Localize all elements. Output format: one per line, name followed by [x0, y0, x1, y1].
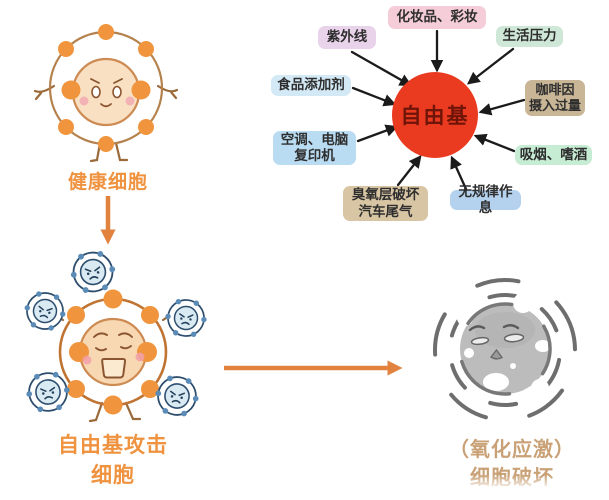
arrow-smoking-alcohol [473, 133, 516, 153]
cause-box-ac-computer: 空调、电脑 复印机 [273, 131, 356, 165]
attacked-cell-label-line2: 细胞 [91, 463, 135, 487]
cause-box-food-additives: 食品添加剂 [271, 75, 351, 96]
cell-face [71, 57, 141, 127]
attacked-cell-label-line1: 自由基攻击 [58, 434, 168, 457]
arrow-ozone-exhaust [396, 155, 422, 187]
arrow-uv [350, 50, 413, 87]
attacked-cell-figure [20, 248, 210, 423]
cause-box-caffeine: 咖啡因 摄入过量 [525, 80, 585, 116]
free-radical [23, 369, 73, 415]
cause-box-smoking-alcohol: 吸烟、嗜酒 [515, 145, 592, 165]
cause-box-ozone-exhaust: 臭氧层破坏 汽车尾气 [343, 186, 428, 221]
arrow-ac-computer [356, 124, 399, 143]
membrane-bites [457, 293, 551, 397]
cause-box-irregular-schedule: 无规律作息 [450, 184, 521, 215]
damaged-cell-label-line2: 细胞破坏 [470, 467, 554, 489]
damaged-cell-figure [433, 278, 577, 422]
attacked-cell-label: 自由基攻击 细胞 [33, 431, 193, 491]
free-radical-center-node: 自由基 [392, 72, 478, 158]
damaged-cell-label-line1: （氧化应激） [449, 439, 575, 461]
arrow-caffeine [478, 98, 526, 116]
free-radical [20, 288, 70, 334]
damaged-cell-label: （氧化应激） 细胞破坏 [428, 436, 596, 492]
happy-face [79, 78, 135, 108]
cause-arrows [350, 29, 526, 191]
arrow-stress [466, 47, 515, 85]
distressed-face [82, 332, 145, 379]
free-radical [151, 373, 203, 419]
cause-box-stress: 生活压力 [496, 26, 563, 47]
membrane-dots [67, 289, 159, 415]
free-radical [162, 297, 210, 339]
cause-box-cosmetics: 化妆品、彩妆 [388, 6, 486, 29]
healthy-cell-label: 健康细胞 [67, 172, 148, 193]
weary-face [468, 324, 525, 360]
healthy-cell-figure [33, 24, 179, 163]
broken-membrane-arcs [433, 278, 577, 422]
cause-box-uv: 紫外线 [318, 26, 376, 49]
arrow-food-additives [351, 86, 397, 107]
arrow-irregular-schedule [450, 155, 468, 191]
free-radical [67, 248, 119, 296]
membrane-dots [58, 24, 154, 152]
